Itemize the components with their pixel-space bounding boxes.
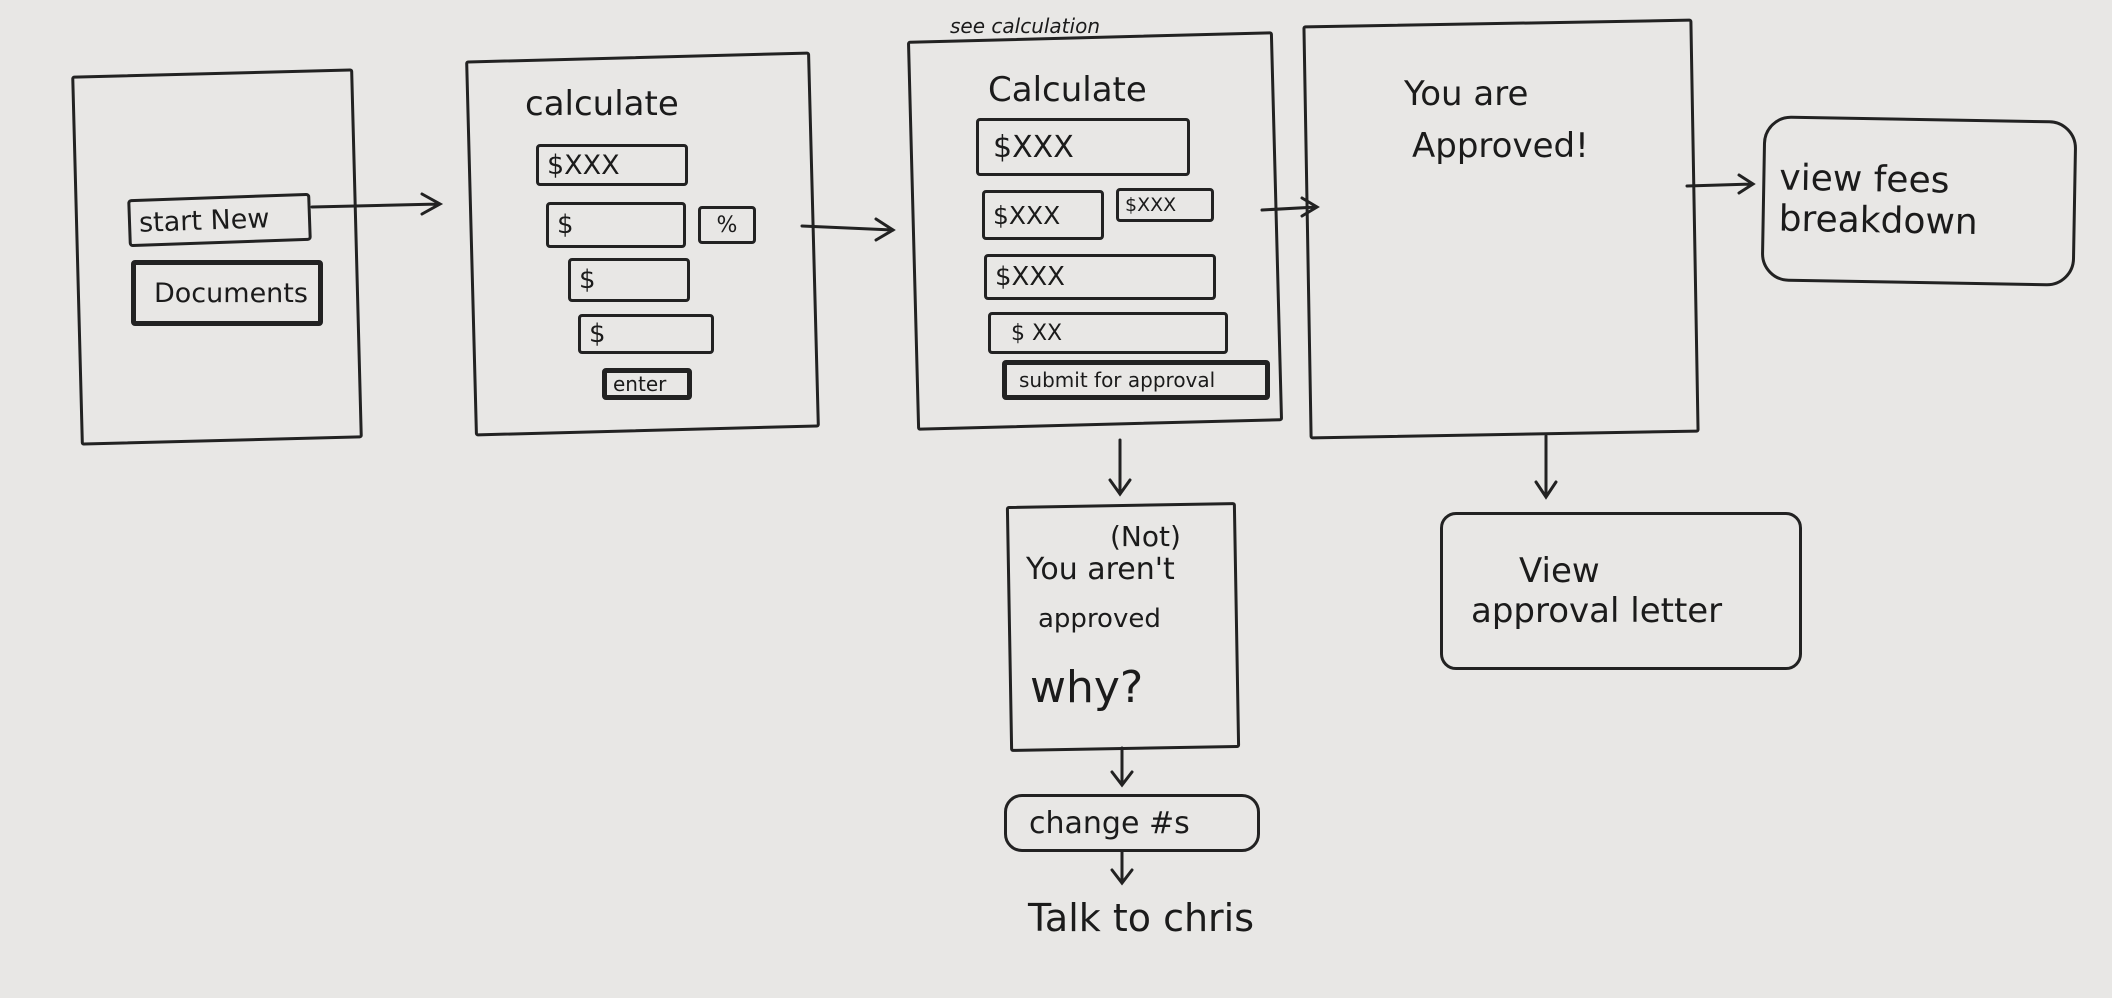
fees-line-2: breakdown (1778, 198, 1979, 244)
change-numbers-button[interactable]: change #s (1004, 794, 1260, 852)
result-field-1[interactable]: $XXX (976, 118, 1190, 176)
view-fees-breakdown-button[interactable]: view fees breakdown (1760, 115, 2078, 287)
percent-field[interactable]: % (698, 206, 756, 244)
result-field-4[interactable]: $ XX (988, 312, 1228, 354)
result-field-3[interactable]: $XXX (984, 254, 1216, 300)
calculate-title: calculate (525, 84, 679, 124)
see-calculation-note: see calculation (950, 14, 1100, 38)
submit-for-approval-button[interactable]: submit for approval (1002, 360, 1270, 400)
calc-field-3[interactable]: $ (568, 258, 690, 302)
approved-line-1: You are (1404, 74, 1529, 114)
arrow-results-to-not-approved (1108, 438, 1132, 497)
arrow-calculate-to-results (800, 217, 896, 242)
not-approved-line-1: You aren't (1026, 552, 1175, 587)
view-approval-letter-button[interactable]: View approval letter (1440, 512, 1802, 670)
letter-line-2: approval letter (1471, 591, 1723, 631)
approved-line-2: Approved! (1412, 126, 1589, 166)
arrow-approved-to-letter (1534, 434, 1558, 500)
calculate-title-2: Calculate (988, 70, 1147, 110)
fees-line-1: view fees (1779, 157, 1950, 202)
not-label: (Not) (1110, 520, 1181, 553)
arrow-approved-to-fees (1685, 173, 1756, 195)
why-text: why? (1030, 662, 1144, 713)
not-approved-line-2: approved (1038, 604, 1161, 634)
enter-button[interactable]: enter (602, 368, 692, 400)
letter-line-1: View (1519, 551, 1600, 591)
result-field-2a[interactable]: $XXX (982, 190, 1104, 240)
result-field-2b[interactable]: $XXX (1116, 188, 1214, 222)
arrow-not-approved-to-change (1110, 746, 1134, 788)
talk-to-chris-text: Talk to chris (1028, 896, 1255, 940)
calc-field-4[interactable]: $ (578, 314, 714, 354)
arrow-change-to-talk (1110, 850, 1134, 886)
calc-field-2[interactable]: $ (546, 202, 686, 248)
screen-home (71, 68, 363, 446)
documents-button[interactable]: Documents (131, 260, 323, 326)
start-new-button[interactable]: start New (127, 192, 312, 248)
calc-field-1[interactable]: $XXX (536, 144, 688, 186)
